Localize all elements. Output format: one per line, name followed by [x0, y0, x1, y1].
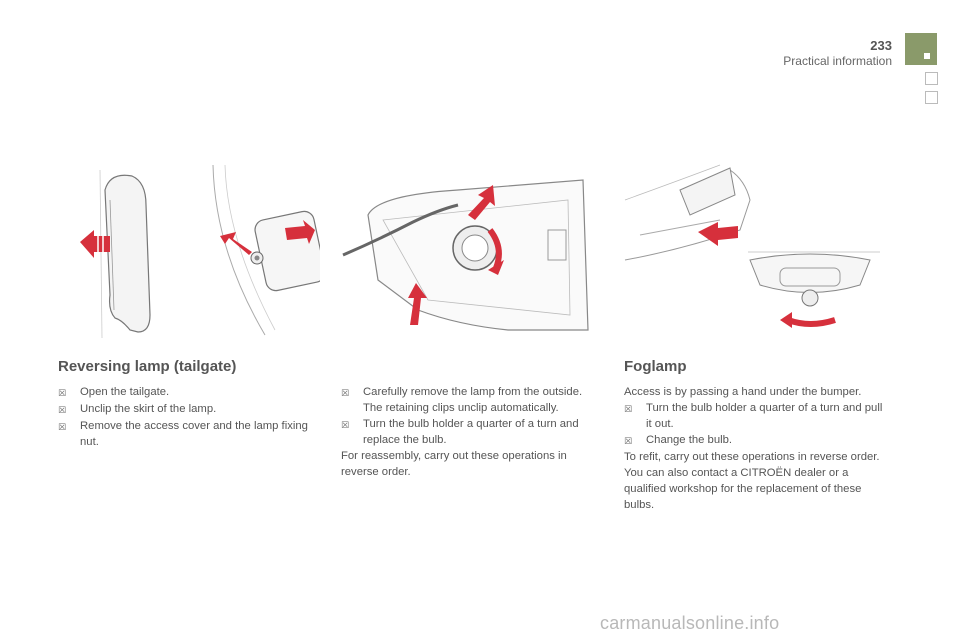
- checkbox-bullet-icon: ☒: [341, 388, 350, 398]
- step-text: Carefully remove the lamp from the outsi…: [363, 386, 583, 414]
- step-text: Change the bulb.: [646, 434, 733, 446]
- foglamp-intro: Access is by passing a hand under the bu…: [624, 386, 862, 398]
- checkbox-bullet-icon: ☒: [624, 404, 633, 414]
- arrow-icon: [220, 220, 315, 255]
- square-tab-icon: [924, 53, 930, 59]
- section-title: Practical information: [783, 54, 892, 68]
- section-tab[interactable]: [925, 91, 938, 104]
- foglamp-heading: Foglamp: [624, 358, 687, 375]
- arrow-icon: [698, 222, 836, 328]
- list-item: ☒ Open the tailgate.: [58, 384, 308, 401]
- watermark: carmanualsonline.info: [600, 613, 780, 633]
- list-item: ☒ Carefully remove the lamp from the out…: [341, 384, 603, 416]
- dealer-note: You can also contact a CITROËN dealer or…: [624, 467, 862, 511]
- checkbox-bullet-icon: ☒: [341, 420, 350, 430]
- refit-note: To refit, carry out these operations in …: [624, 451, 880, 463]
- checkbox-bullet-icon: ☒: [624, 436, 633, 446]
- section-tab[interactable]: [925, 72, 938, 85]
- lamp-unit-bulb-holder-drawing: [342, 179, 589, 331]
- lamp-cover-drawing: [212, 164, 320, 336]
- list-item: ☒ Turn the bulb holder a quarter of a tu…: [624, 400, 888, 432]
- step-text: Unclip the skirt of the lamp.: [80, 403, 217, 415]
- step-text: Turn the bulb holder a quarter of a turn…: [363, 418, 579, 446]
- page-number: 233: [870, 38, 892, 53]
- tailgate-lamp-drawing: [80, 169, 151, 339]
- step-text: Turn the bulb holder a quarter of a turn…: [646, 402, 883, 430]
- list-item: ☒ Change the bulb.: [624, 432, 888, 449]
- section-tab-active[interactable]: [905, 33, 937, 65]
- list-item: ☒ Turn the bulb holder a quarter of a tu…: [341, 416, 603, 448]
- foglamp-bumper-drawing: [624, 164, 880, 328]
- foglamp-instructions: Access is by passing a hand under the bu…: [624, 384, 888, 513]
- checkbox-bullet-icon: ☒: [58, 422, 67, 432]
- arrow-icon: [80, 230, 110, 258]
- list-item: ☒ Unclip the skirt of the lamp.: [58, 401, 308, 418]
- checkbox-bullet-icon: ☒: [58, 405, 67, 415]
- checkbox-bullet-icon: ☒: [58, 388, 67, 398]
- removal-steps: ☒ Carefully remove the lamp from the out…: [341, 384, 603, 480]
- arrow-icon: [408, 185, 504, 325]
- reversing-lamp-heading: Reversing lamp (tailgate): [58, 358, 237, 375]
- step-text: Remove the access cover and the lamp fix…: [80, 420, 308, 448]
- list-item: ☒ Remove the access cover and the lamp f…: [58, 418, 308, 450]
- reversing-lamp-steps: ☒ Open the tailgate. ☒ Unclip the skirt …: [58, 384, 308, 450]
- step-text: Open the tailgate.: [80, 386, 170, 398]
- reassembly-note: For reassembly, carry out these operatio…: [341, 450, 567, 478]
